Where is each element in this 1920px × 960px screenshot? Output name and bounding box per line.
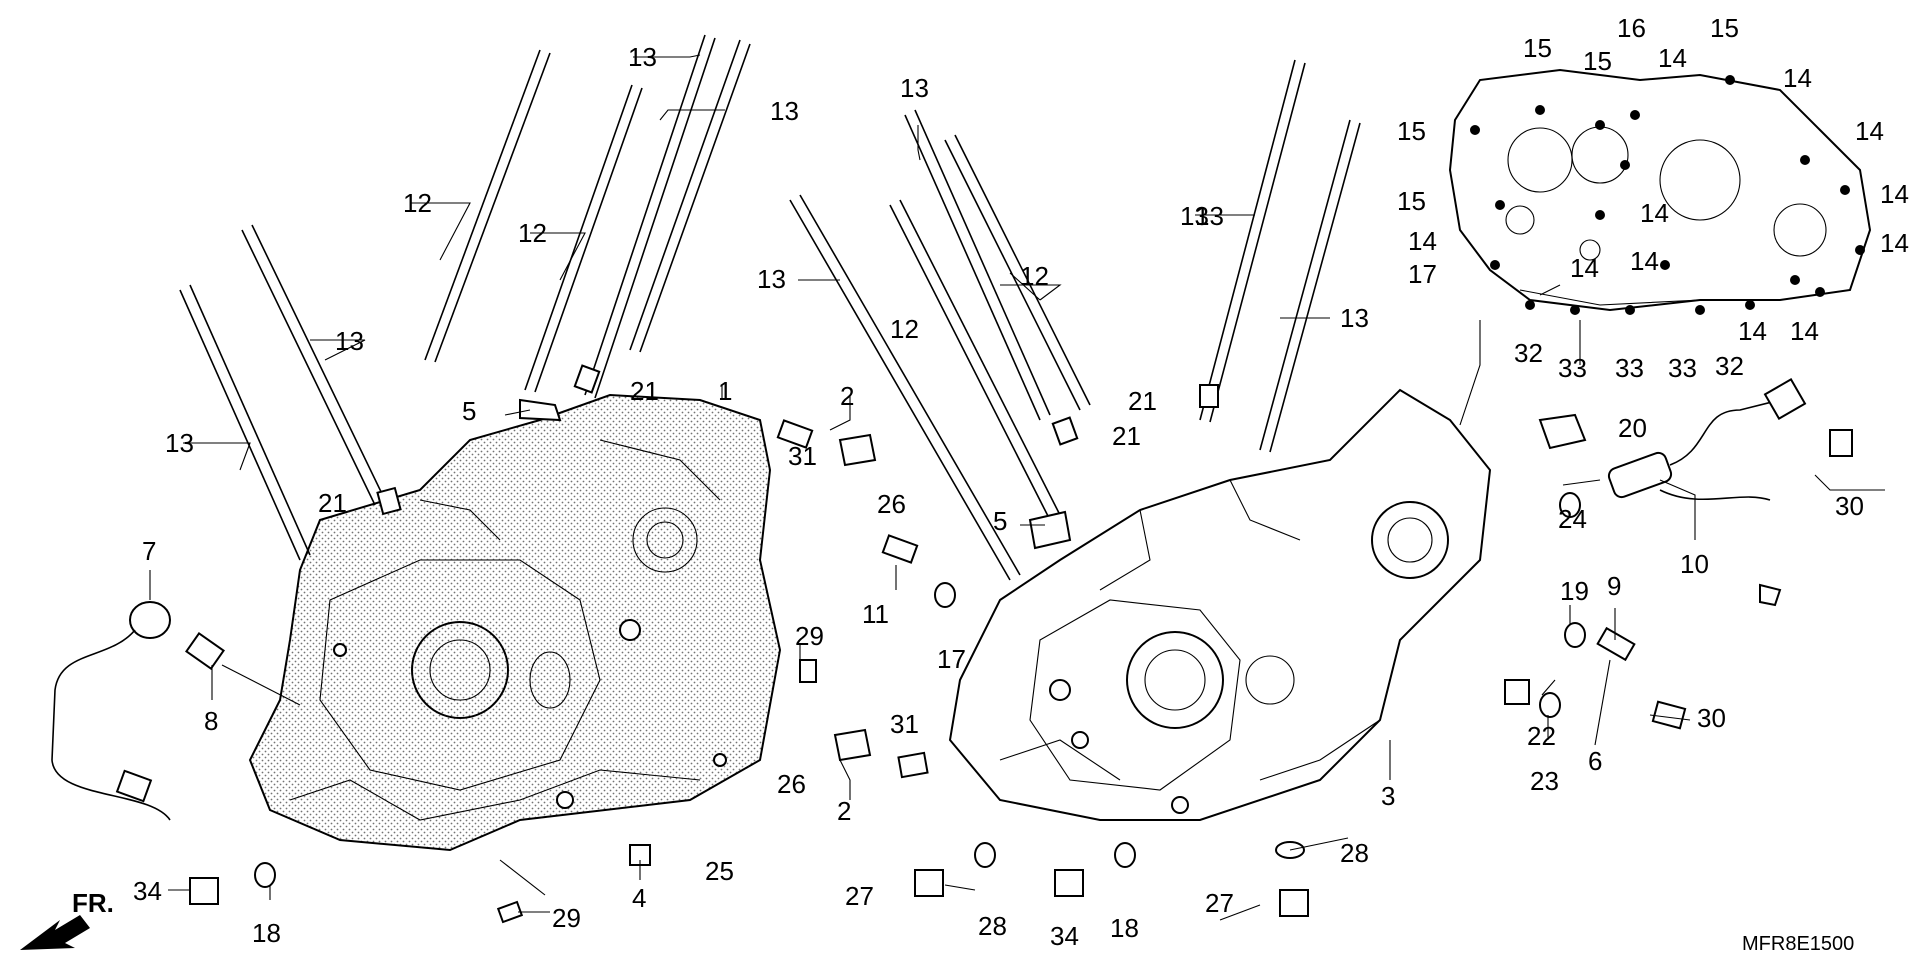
- callout-11: 11: [862, 599, 889, 629]
- callout-26: 26: [777, 769, 806, 799]
- callout-33: 33: [1558, 353, 1587, 383]
- callout-28: 28: [978, 911, 1007, 941]
- callout-14: 14: [1570, 253, 1599, 283]
- callout-18: 18: [252, 918, 281, 948]
- callout-27: 27: [845, 881, 874, 911]
- speed-sensor-10: [1607, 378, 1807, 501]
- callout-19: 19: [1560, 576, 1589, 606]
- callout-18: 18: [1110, 913, 1139, 943]
- callout-15: 15: [1397, 186, 1426, 216]
- callout-24: 24: [1558, 504, 1587, 534]
- callout-16: 16: [1617, 13, 1646, 43]
- sensor-8: [185, 631, 301, 706]
- callout-34: 34: [1050, 921, 1079, 951]
- callout-20: 20: [1618, 413, 1647, 443]
- callout-14: 14: [1630, 246, 1659, 276]
- callout-10: 10: [1680, 549, 1709, 579]
- callout-4: 4: [632, 883, 646, 913]
- callout-21: 21: [1112, 421, 1141, 451]
- callout-29: 29: [552, 903, 581, 933]
- callout-15: 15: [1583, 46, 1612, 76]
- leader-lines: [149, 54, 1885, 921]
- callout-13: 13: [1340, 303, 1369, 333]
- callout-21: 21: [630, 376, 659, 406]
- callout-2: 2: [837, 796, 851, 826]
- callout-1: 1: [718, 376, 732, 406]
- clamp-20: [1538, 413, 1587, 450]
- callout-32: 32: [1514, 338, 1543, 368]
- diagram-code: MFR8E1500: [1742, 933, 1854, 955]
- callout-13: 13: [165, 428, 194, 458]
- callout-34: 34: [133, 876, 162, 906]
- callout-14: 14: [1880, 228, 1909, 258]
- callout-13: 13: [335, 326, 364, 356]
- callout-15: 15: [1710, 13, 1739, 43]
- callout-13: 13: [770, 96, 799, 126]
- callout-15: 15: [1397, 116, 1426, 146]
- callout-33: 33: [1668, 353, 1697, 383]
- right-studs: [789, 59, 1361, 581]
- callout-7: 7: [142, 536, 156, 566]
- callout-28: 28: [1340, 838, 1369, 868]
- callout-12: 12: [403, 188, 432, 218]
- callout-32: 32: [1715, 351, 1744, 381]
- callout-8: 8: [204, 706, 218, 736]
- callout-12: 12: [518, 218, 547, 248]
- callout-15: 15: [1523, 33, 1552, 63]
- callout-14: 14: [1408, 226, 1437, 256]
- callout-12: 12: [1020, 261, 1049, 291]
- callout-14: 14: [1790, 316, 1819, 346]
- callout-30: 30: [1697, 703, 1726, 733]
- callout-33: 33: [1615, 353, 1644, 383]
- callout-9: 9: [1607, 571, 1621, 601]
- callout-21: 21: [1128, 386, 1157, 416]
- callout-13: 13: [1195, 201, 1224, 231]
- callout-31: 31: [890, 709, 919, 739]
- callout-14: 14: [1640, 198, 1669, 228]
- left-studs: [179, 34, 751, 561]
- left-crankcase-half: [248, 393, 782, 852]
- callout-13: 13: [900, 73, 929, 103]
- right-crankcase-half: [948, 388, 1492, 821]
- callout-21: 21: [318, 488, 347, 518]
- callout-22: 22: [1527, 721, 1556, 751]
- callout-17: 17: [1408, 259, 1437, 289]
- callout-3: 3: [1381, 781, 1395, 811]
- sealant-points: [1470, 75, 1865, 315]
- callout-labels: 1 2 2 3 4 5 5 6 7 8 9 10 11 12 12 12 12 …: [133, 13, 1909, 951]
- callout-14: 14: [1880, 179, 1909, 209]
- callout-25: 25: [705, 856, 734, 886]
- front-direction-indicator: FR.: [20, 888, 114, 950]
- callout-29: 29: [795, 621, 824, 651]
- callout-13: 13: [757, 264, 786, 294]
- callout-14: 14: [1855, 116, 1884, 146]
- callout-30: 30: [1835, 491, 1864, 521]
- callout-2: 2: [840, 381, 854, 411]
- callout-14: 14: [1783, 63, 1812, 93]
- callout-5: 5: [462, 396, 476, 426]
- front-label: FR.: [72, 888, 114, 918]
- callout-13: 13: [1180, 201, 1209, 231]
- sensor-wire-7: [51, 601, 171, 821]
- callout-5: 5: [993, 506, 1007, 536]
- callout-12: 12: [890, 314, 919, 344]
- bolts-and-washers: [189, 398, 1853, 924]
- callout-27: 27: [1205, 888, 1234, 918]
- callout-31: 31: [788, 441, 817, 471]
- sealant-application-view: [1448, 68, 1872, 315]
- callout-26: 26: [877, 489, 906, 519]
- callout-14: 14: [1738, 316, 1767, 346]
- callout-6: 6: [1588, 746, 1602, 776]
- callout-23: 23: [1530, 766, 1559, 796]
- callout-13: 13: [628, 42, 657, 72]
- callout-14: 14: [1658, 43, 1687, 73]
- callout-17: 17: [937, 644, 966, 674]
